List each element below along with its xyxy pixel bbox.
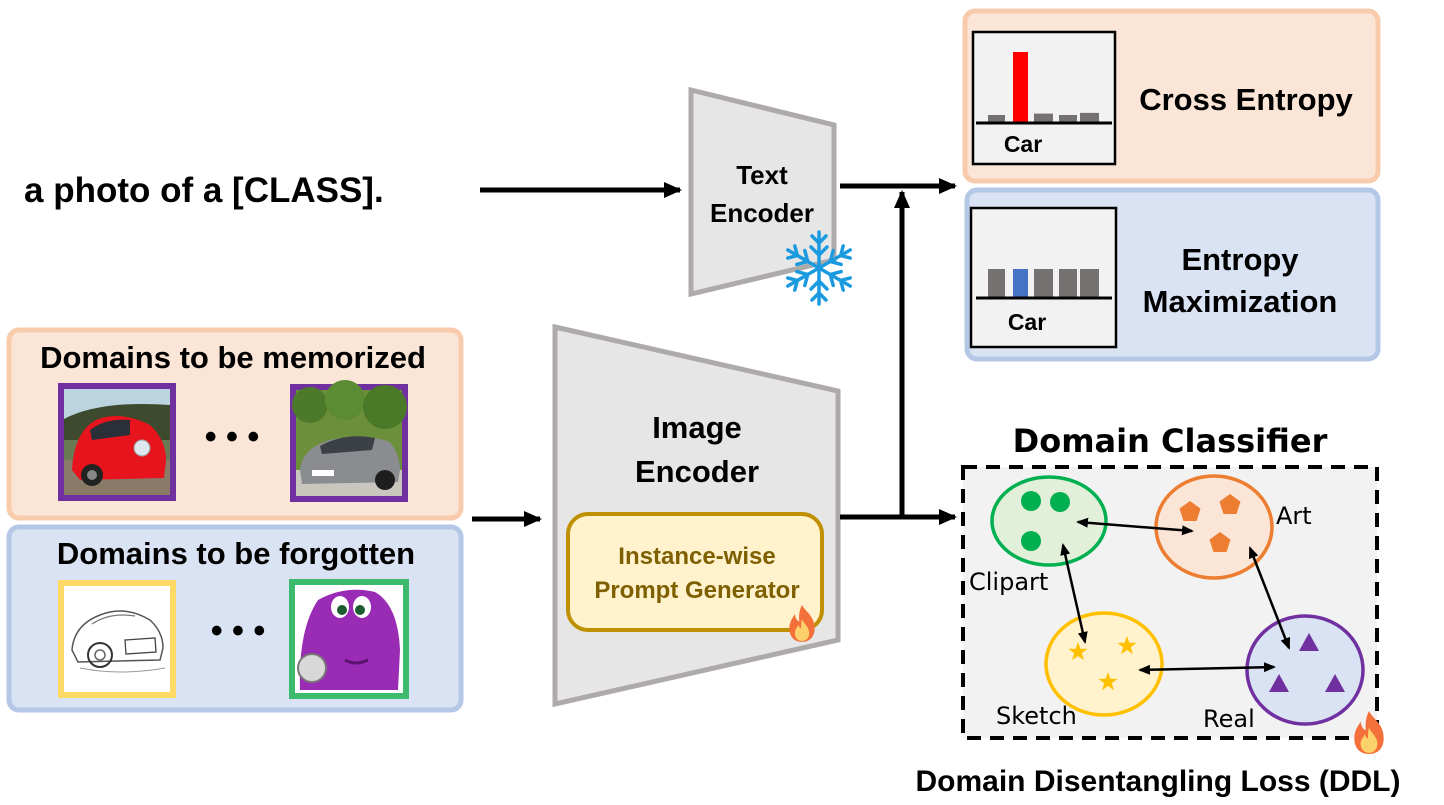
sketch-cluster bbox=[1044, 611, 1164, 717]
forget-panel: Domains to be forgotten • • • bbox=[6, 524, 464, 713]
cross-entropy-bars bbox=[988, 52, 1099, 122]
text-encoder-label-line1: Text bbox=[736, 160, 788, 190]
clipart-point bbox=[1021, 531, 1041, 551]
domain-classifier-title: Domain Classifier bbox=[1013, 422, 1328, 460]
clipart-purple-car-image bbox=[289, 579, 409, 699]
entropy-max-bar bbox=[1013, 269, 1028, 297]
domain-label-clipart: Clipart bbox=[969, 568, 1048, 596]
cross-entropy-bar bbox=[988, 115, 1005, 122]
clipart-point bbox=[1050, 492, 1070, 512]
clipart-cluster bbox=[990, 475, 1108, 567]
image-encoder-label-line1: Image bbox=[652, 410, 742, 445]
silver-sports-car-photo bbox=[290, 380, 408, 502]
text-encoder-label-line2: Encoder bbox=[710, 198, 814, 228]
entropy-max-bar bbox=[1080, 269, 1099, 297]
sketch-point bbox=[1068, 642, 1088, 661]
real-point bbox=[1269, 674, 1289, 692]
entropy-max-bar bbox=[1034, 269, 1053, 297]
real-cluster bbox=[1245, 614, 1365, 726]
cross-entropy-chart bbox=[971, 30, 1117, 166]
real-point bbox=[1299, 633, 1319, 651]
prompt-generator-label-line2: Prompt Generator bbox=[594, 577, 799, 604]
entropy-max-chart-label: Car bbox=[1008, 309, 1046, 335]
text-encoder: Text Encoder bbox=[688, 86, 856, 306]
art-point bbox=[1179, 501, 1201, 521]
prompt-generator: Instance-wise Prompt Generator bbox=[566, 512, 824, 642]
entropy-max-bar bbox=[1059, 269, 1077, 297]
memorize-ellipsis: • • • bbox=[205, 418, 260, 456]
memorize-panel: Domains to be memorized • • • bbox=[6, 327, 464, 521]
entropy-max-bar bbox=[988, 269, 1005, 297]
cross-entropy-chart-label: Car bbox=[1004, 131, 1042, 157]
real-point bbox=[1325, 674, 1345, 692]
forget-panel-title: Domains to be forgotten bbox=[57, 536, 415, 571]
art-cluster bbox=[1154, 474, 1274, 580]
red-beetle-car-photo bbox=[58, 383, 176, 501]
memorize-panel-title: Domains to be memorized bbox=[40, 340, 426, 375]
cross-entropy-bar bbox=[1059, 115, 1077, 122]
cross-entropy-bar bbox=[1034, 113, 1053, 122]
domain-label-real: Real bbox=[1203, 705, 1255, 733]
domain-label-art: Art bbox=[1276, 502, 1312, 530]
entropy-max-title-line1: Entropy bbox=[1181, 242, 1299, 277]
snowflake-icon bbox=[782, 230, 856, 306]
entropy-max-bars bbox=[988, 269, 1099, 297]
image-encoder: Image Encoder Instance-wise Prompt Gener… bbox=[552, 323, 841, 708]
entropy-maximization-panel: Car Entropy Maximization bbox=[964, 187, 1381, 362]
prompt-text: a photo of a [CLASS]. bbox=[24, 171, 384, 210]
clipart-point bbox=[1021, 491, 1041, 511]
cross-entropy-bar bbox=[1013, 52, 1028, 122]
image-encoder-label-line2: Encoder bbox=[635, 454, 759, 489]
ddl-label: Domain Disentangling Loss (DDL) bbox=[915, 765, 1400, 798]
sketch-real-arrow bbox=[1138, 662, 1276, 675]
cross-entropy-title: Cross Entropy bbox=[1139, 82, 1353, 117]
cross-entropy-bar bbox=[1080, 112, 1099, 122]
art-real-arrow bbox=[1248, 546, 1291, 650]
clipart-sketch-arrow bbox=[1060, 543, 1088, 644]
cross-entropy-panel: Car Cross Entropy bbox=[962, 8, 1381, 184]
domain-label-sketch: Sketch bbox=[996, 702, 1077, 730]
entropy-max-title-line2: Maximization bbox=[1143, 284, 1338, 319]
forget-ellipsis: • • • bbox=[211, 612, 266, 650]
domain-classifier-box: Clipart Art Sketch Real bbox=[961, 465, 1384, 755]
clipart-art-arrow bbox=[1076, 517, 1194, 536]
prompt-generator-label-line1: Instance-wise bbox=[618, 543, 775, 570]
sketch-car-image bbox=[58, 580, 176, 698]
